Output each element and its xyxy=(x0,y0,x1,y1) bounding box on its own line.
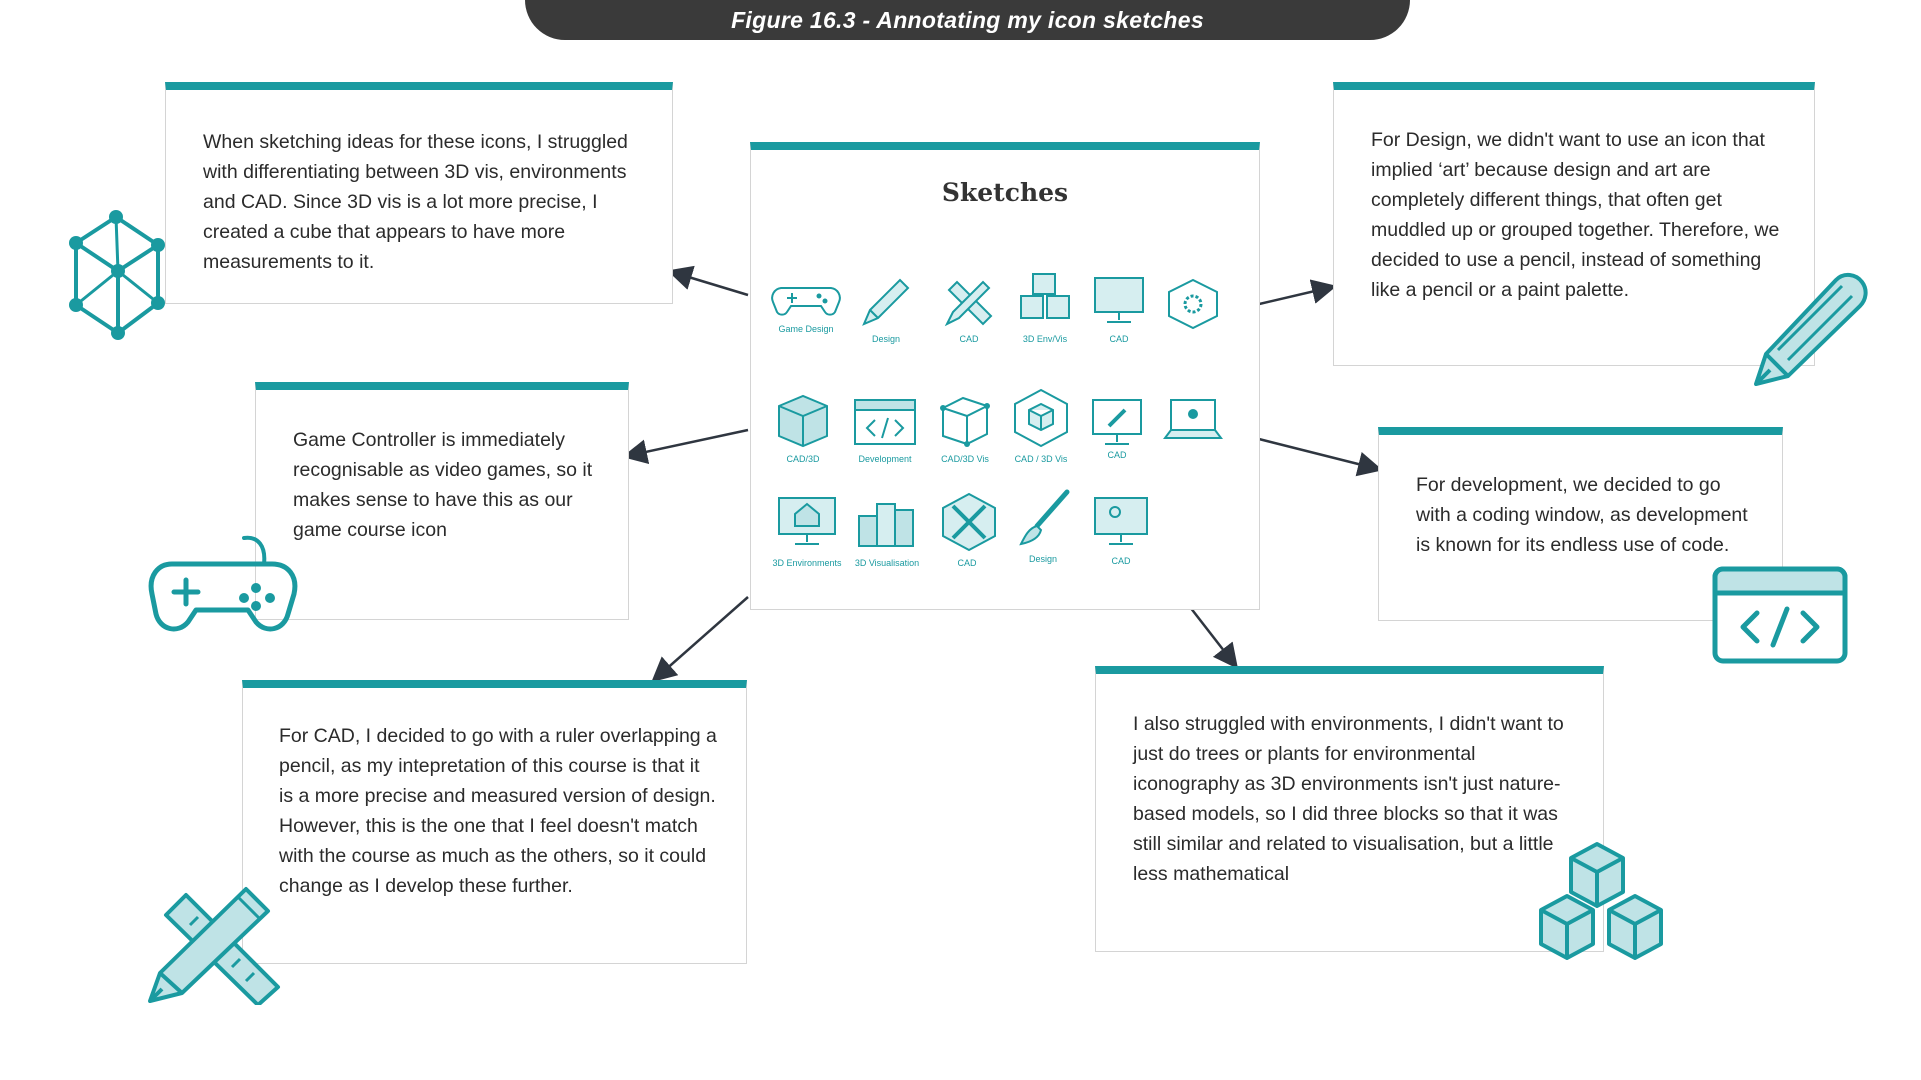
code-window-icon xyxy=(1712,566,1848,664)
figure-caption-banner: Figure 16.3 - Annotating my icon sketche… xyxy=(525,0,1410,40)
pencil-sketch-icon xyxy=(862,278,910,326)
sketch-label: CAD xyxy=(957,558,977,568)
sketch-label: Game Design xyxy=(778,324,834,334)
sketch-label: Design xyxy=(871,334,900,344)
monitor-sketch-icon xyxy=(1094,277,1144,323)
sketch-label: Development xyxy=(858,454,912,464)
arrow-to-controller-note xyxy=(622,428,749,465)
monitor-pencil-sketch-icon xyxy=(1092,399,1142,445)
paintbrush-sketch-icon xyxy=(1019,489,1070,546)
note-controller-text: Game Controller is immediately recognisa… xyxy=(293,429,593,541)
monitor-gear-sketch-icon xyxy=(1094,497,1148,545)
sketch-label: CAD / 3D Vis xyxy=(1014,454,1068,464)
note-design: For Design, we didn't want to use an ico… xyxy=(1333,82,1815,366)
three-blocks-icon xyxy=(1539,842,1663,960)
monitor-house-sketch-icon xyxy=(778,497,836,545)
note-controller: Game Controller is immediately recognisa… xyxy=(255,382,629,620)
arrow-to-environments-note xyxy=(1189,606,1239,669)
sketch-label: CAD/3D Vis xyxy=(941,454,989,464)
note-environments: I also struggled with environments, I di… xyxy=(1095,666,1604,952)
arrow-to-design-note xyxy=(1254,279,1337,307)
hex-cube-sketch-icon xyxy=(1014,388,1068,448)
figure-caption: Figure 16.3 - Annotating my icon sketche… xyxy=(731,6,1204,33)
sketches-title: Sketches xyxy=(941,178,1069,207)
sketch-label: CAD/3D xyxy=(786,454,820,464)
sketch-label: CAD xyxy=(959,334,979,344)
ruler-pencil-sketch-icon xyxy=(944,280,993,327)
arrow-to-development-note xyxy=(1254,436,1383,477)
note-cad: For CAD, I decided to go with a ruler ov… xyxy=(242,680,747,964)
game-controller-sketch-icon xyxy=(771,287,841,316)
ruler-pencil-box-sketch-icon xyxy=(942,492,996,552)
note-cube: When sketching ideas for these icons, I … xyxy=(165,82,673,304)
note-environments-text: I also struggled with environments, I di… xyxy=(1133,713,1564,885)
ruler-pencil-icon xyxy=(148,887,280,1005)
sketch-label: 3D Environments xyxy=(772,558,842,568)
note-development-text: For development, we decided to go with a… xyxy=(1416,474,1748,556)
note-cad-text: For CAD, I decided to go with a ruler ov… xyxy=(279,725,717,897)
blocks-sketch-icon xyxy=(1020,273,1070,319)
sketch-label: Design xyxy=(1028,554,1057,564)
game-controller-icon xyxy=(148,535,298,632)
sketches-panel: Sketches Game Design Design CAD 3D Env/V… xyxy=(750,142,1260,610)
wireframe-cube-icon xyxy=(69,210,165,340)
arrow-to-cad-note xyxy=(651,596,749,683)
arrow-to-cube-note xyxy=(667,265,749,297)
note-cube-text: When sketching ideas for these icons, I … xyxy=(203,131,628,273)
sketch-label: CAD xyxy=(1109,334,1129,344)
sketch-label: 3D Visualisation xyxy=(854,558,920,568)
solid-cube-sketch-icon xyxy=(778,394,828,448)
sketch-label: CAD xyxy=(1111,556,1131,566)
wireframe-cube-sketch-icon xyxy=(940,396,990,447)
note-design-text: For Design, we didn't want to use an ico… xyxy=(1371,129,1780,301)
hexagon-gear-sketch-icon xyxy=(1168,278,1218,330)
pencil-icon xyxy=(1754,273,1868,386)
code-window-sketch-icon xyxy=(854,399,916,445)
sketch-label: 3D Env/Vis xyxy=(1022,334,1068,344)
building-blocks-sketch-icon xyxy=(858,503,914,547)
laptop-sketch-icon xyxy=(1163,399,1223,439)
sketch-label: CAD xyxy=(1107,450,1127,460)
